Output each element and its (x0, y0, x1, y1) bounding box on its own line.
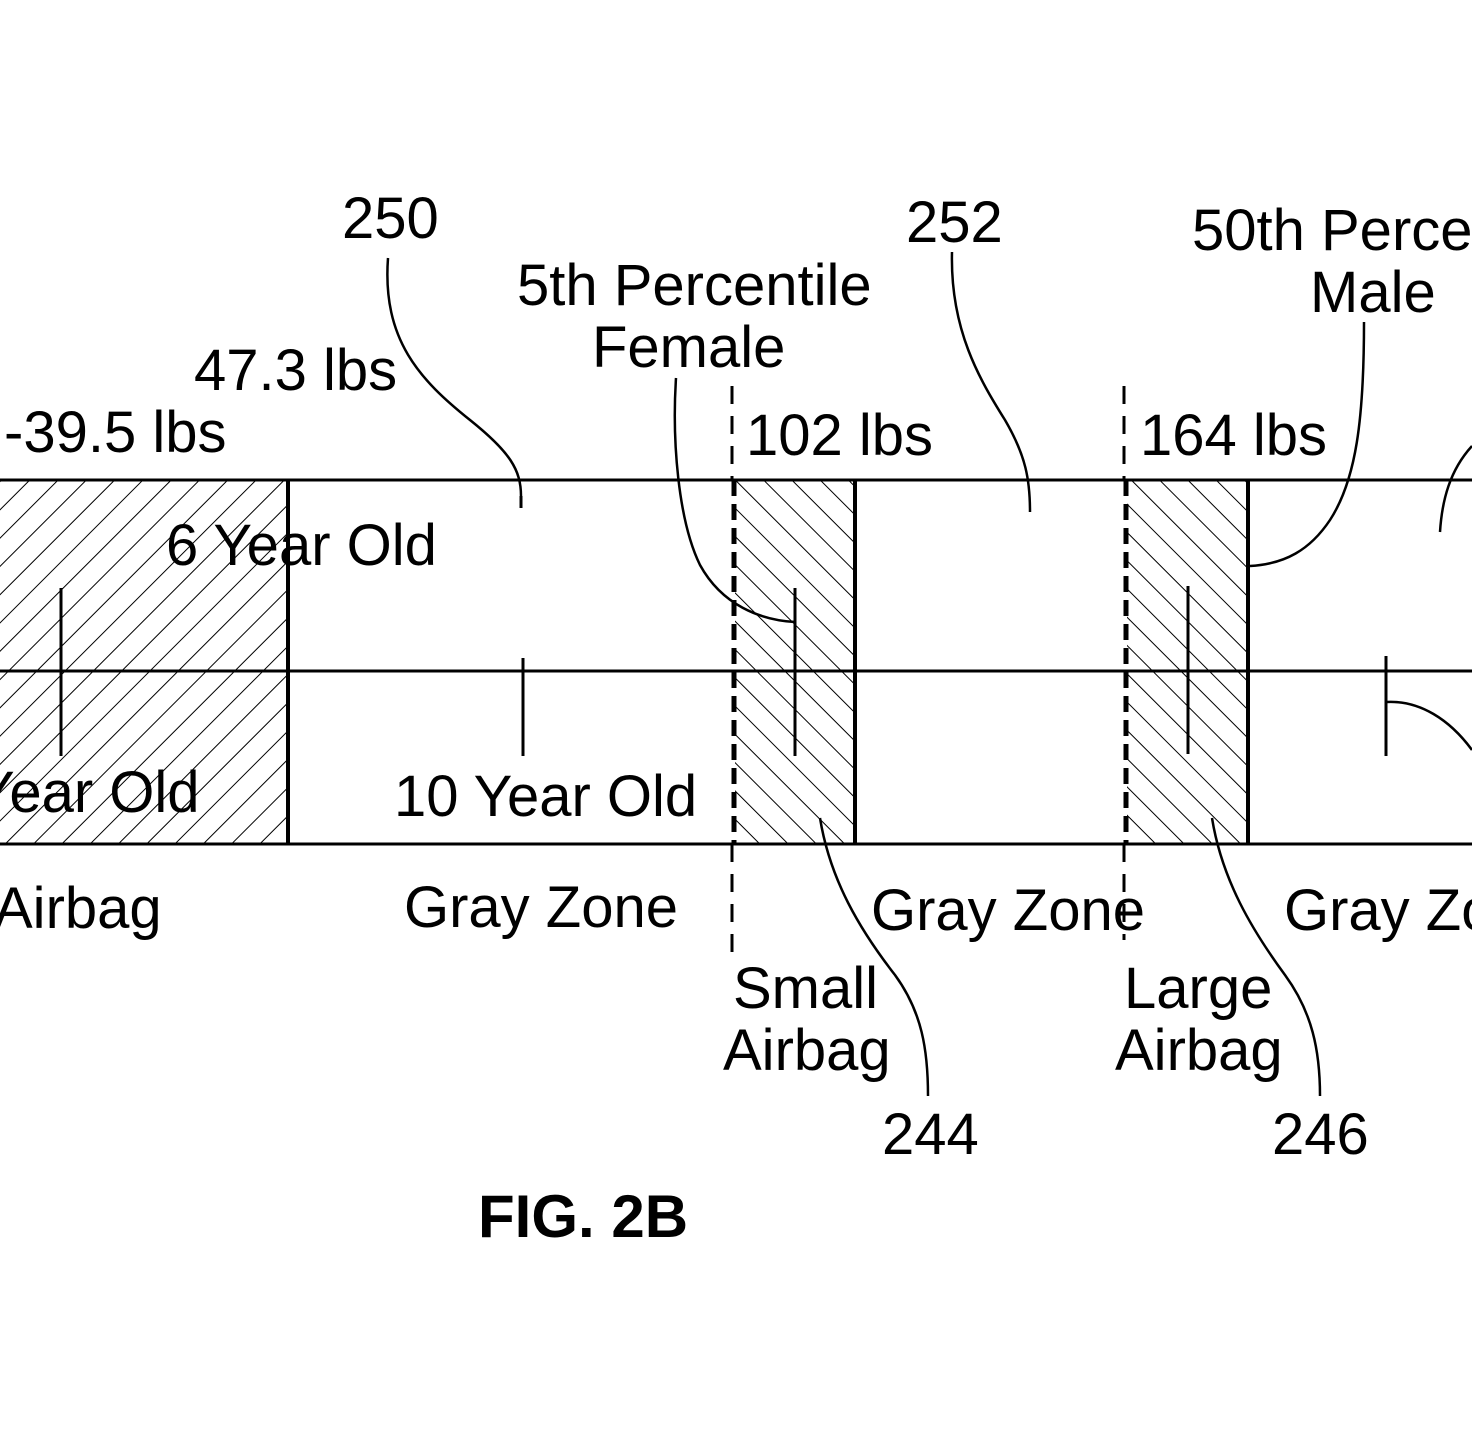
weight-102-label: 102 lbs (746, 403, 933, 468)
gray-zone-1-label: Gray Zone (404, 875, 678, 940)
weight-47-3-label: 47.3 lbs (194, 338, 397, 403)
small-airbag-label-line2: Airbag (723, 1018, 891, 1083)
six-year-old-label: 6 Year Old (166, 513, 437, 578)
fifth-female-label-line1: 5th Percentile (517, 253, 872, 318)
right-lower-leader (1386, 702, 1472, 750)
gray-zone-partial-label: Gray Zo (1284, 878, 1472, 943)
weight-164-label: 164 lbs (1140, 403, 1327, 468)
ref-252-label: 252 (906, 190, 1003, 255)
ref-246-label: 246 (1272, 1102, 1369, 1167)
figure-caption: FIG. 2B (478, 1183, 688, 1250)
gray-zone-2-label: Gray Zone (871, 878, 1145, 943)
large-airbag-label-line2: Airbag (1115, 1018, 1283, 1083)
small-airbag-label-line1: Small (733, 956, 878, 1021)
ref-252-leader (952, 252, 1030, 512)
ref-250-label: 250 (342, 186, 439, 251)
large-airbag-label-line1: Large (1124, 956, 1272, 1021)
fiftieth-male-label-line2: Male (1310, 260, 1436, 325)
ref-244-label: 244 (882, 1102, 979, 1167)
airbag-partial-label: Airbag (0, 876, 162, 941)
ten-year-old-label: 10 Year Old (394, 764, 697, 829)
ref-250-leader (387, 258, 521, 496)
weight-39-5-label: -39.5 lbs (4, 400, 226, 465)
fiftieth-male-label-line1: 50th Percen (1192, 198, 1472, 263)
fifth-female-label-line2: Female (592, 315, 785, 380)
right-upper-leader (1440, 446, 1472, 532)
year-old-partial-label: Year Old (0, 760, 200, 825)
